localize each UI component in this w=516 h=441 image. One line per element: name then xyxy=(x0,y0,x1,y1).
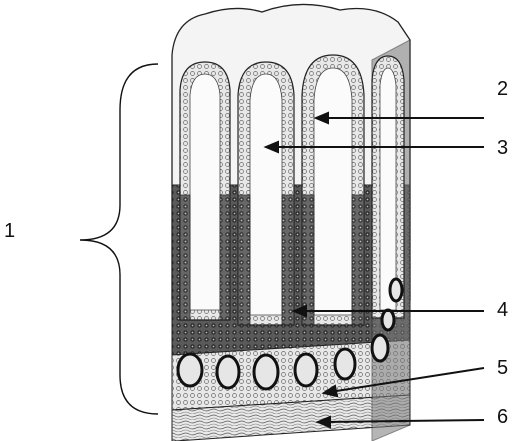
label-1: 1 xyxy=(4,221,15,241)
label-6: 6 xyxy=(497,407,508,427)
label-3: 3 xyxy=(497,138,508,158)
label-2: 2 xyxy=(497,79,508,99)
brace-1 xyxy=(80,64,158,414)
label-5: 5 xyxy=(497,358,508,378)
label-4: 4 xyxy=(497,300,508,320)
